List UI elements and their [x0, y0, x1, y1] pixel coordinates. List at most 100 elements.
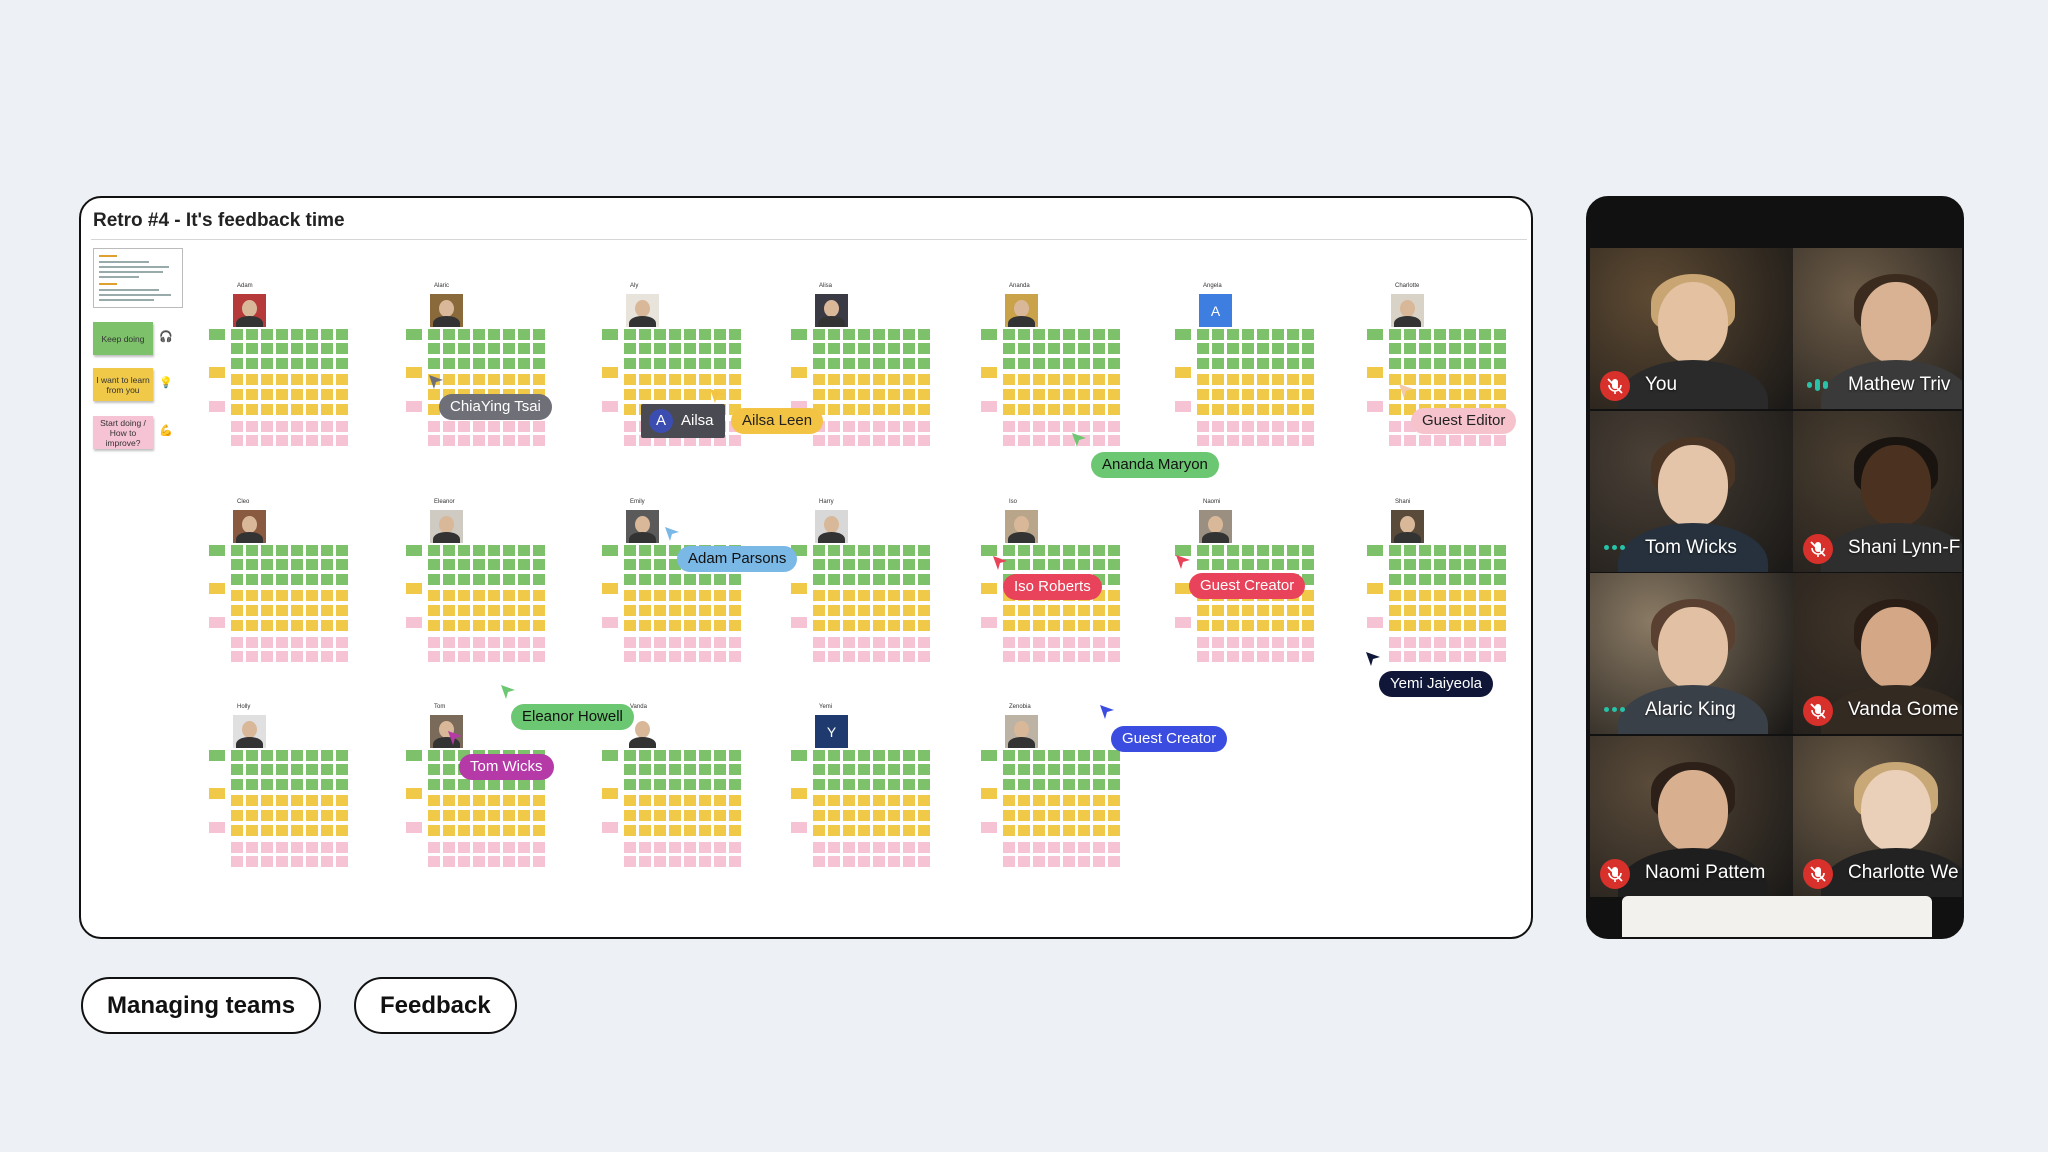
sticky-note[interactable]: [1419, 545, 1431, 556]
sticky-note[interactable]: [684, 825, 696, 836]
sticky-note[interactable]: [458, 795, 470, 806]
sticky-note[interactable]: [888, 651, 900, 662]
sticky-note[interactable]: [306, 404, 318, 415]
sticky-note[interactable]: [873, 795, 885, 806]
sticky-note[interactable]: [1404, 421, 1416, 432]
sticky-note[interactable]: [321, 574, 333, 585]
sticky-note[interactable]: [276, 810, 288, 821]
sticky-note[interactable]: [1018, 620, 1030, 631]
sticky-note[interactable]: [654, 750, 666, 761]
sticky-note[interactable]: [1033, 764, 1045, 775]
sticky-note[interactable]: [1197, 404, 1209, 415]
sticky-note[interactable]: [246, 590, 258, 601]
sticky-note[interactable]: [843, 825, 855, 836]
sticky-note[interactable]: [276, 389, 288, 400]
sticky-note[interactable]: [231, 825, 243, 836]
sticky-note[interactable]: [518, 620, 530, 631]
sticky-note[interactable]: [246, 764, 258, 775]
sticky-note[interactable]: [1272, 637, 1284, 648]
sticky-note[interactable]: [291, 358, 303, 369]
sticky-note[interactable]: [1048, 605, 1060, 616]
sticky-note[interactable]: [873, 605, 885, 616]
sticky-note[interactable]: [1419, 374, 1431, 385]
sticky-note[interactable]: [428, 856, 440, 867]
sticky-note[interactable]: [1449, 574, 1461, 585]
sticky-note[interactable]: [1287, 435, 1299, 446]
sticky-note[interactable]: [624, 605, 636, 616]
sticky-note[interactable]: [858, 343, 870, 354]
sticky-note[interactable]: [918, 590, 930, 601]
sticky-note[interactable]: [1093, 590, 1105, 601]
sticky-note[interactable]: [1302, 559, 1314, 570]
sticky-note[interactable]: [306, 842, 318, 853]
sticky-note[interactable]: [443, 605, 455, 616]
sticky-note[interactable]: [1212, 343, 1224, 354]
sticky-note[interactable]: [1108, 750, 1120, 761]
sticky-note[interactable]: [1093, 389, 1105, 400]
sticky-note[interactable]: [1272, 374, 1284, 385]
sticky-note[interactable]: [888, 574, 900, 585]
sticky-note[interactable]: [1479, 574, 1491, 585]
sticky-note[interactable]: [1018, 374, 1030, 385]
sticky-note[interactable]: [1093, 620, 1105, 631]
sticky-note[interactable]: [1257, 605, 1269, 616]
sticky-note[interactable]: [669, 620, 681, 631]
sticky-note[interactable]: [1033, 825, 1045, 836]
sticky-note[interactable]: [1033, 605, 1045, 616]
sticky-note[interactable]: [1063, 389, 1075, 400]
sticky-note[interactable]: [1063, 651, 1075, 662]
sticky-note[interactable]: [291, 590, 303, 601]
sticky-note[interactable]: [684, 810, 696, 821]
sticky-note[interactable]: [261, 795, 273, 806]
sticky-note[interactable]: [1048, 842, 1060, 853]
sticky-note[interactable]: [1063, 842, 1075, 853]
sticky-note[interactable]: [1063, 435, 1075, 446]
sticky-note[interactable]: [1449, 435, 1461, 446]
sticky-note[interactable]: [843, 779, 855, 790]
sticky-note[interactable]: [624, 574, 636, 585]
sticky-note[interactable]: [699, 651, 711, 662]
sticky-note[interactable]: [533, 374, 545, 385]
sticky-note[interactable]: [488, 590, 500, 601]
sticky-note[interactable]: [888, 779, 900, 790]
sticky-note[interactable]: [1033, 750, 1045, 761]
sticky-note[interactable]: [654, 329, 666, 340]
sticky-note[interactable]: [624, 795, 636, 806]
sticky-note[interactable]: [828, 651, 840, 662]
sticky-note[interactable]: [1108, 620, 1120, 631]
sticky-note[interactable]: [291, 795, 303, 806]
sticky-note[interactable]: [321, 358, 333, 369]
sticky-note[interactable]: [729, 842, 741, 853]
sticky-note[interactable]: [231, 421, 243, 432]
sticky-note[interactable]: [918, 574, 930, 585]
sticky-note[interactable]: [918, 651, 930, 662]
sticky-note[interactable]: [624, 435, 636, 446]
sticky-note[interactable]: [1108, 404, 1120, 415]
sticky-note[interactable]: [276, 358, 288, 369]
sticky-note[interactable]: [729, 795, 741, 806]
sticky-note[interactable]: [231, 358, 243, 369]
sticky-note[interactable]: [1449, 389, 1461, 400]
sticky-note[interactable]: [843, 750, 855, 761]
sticky-note[interactable]: [276, 842, 288, 853]
sticky-note[interactable]: [1272, 605, 1284, 616]
sticky-note[interactable]: [1257, 435, 1269, 446]
sticky-note[interactable]: [1108, 842, 1120, 853]
sticky-note[interactable]: [1464, 620, 1476, 631]
sticky-note[interactable]: [518, 574, 530, 585]
sticky-note[interactable]: [1434, 435, 1446, 446]
legend-keep-doing[interactable]: Keep doing: [93, 322, 153, 355]
sticky-note[interactable]: [1093, 545, 1105, 556]
sticky-note[interactable]: [639, 637, 651, 648]
sticky-note[interactable]: [1048, 374, 1060, 385]
sticky-note[interactable]: [714, 590, 726, 601]
sticky-note[interactable]: [669, 374, 681, 385]
sticky-note[interactable]: [1449, 651, 1461, 662]
sticky-note[interactable]: [533, 825, 545, 836]
sticky-note[interactable]: [858, 329, 870, 340]
sticky-note[interactable]: [1048, 329, 1060, 340]
sticky-note[interactable]: [918, 358, 930, 369]
sticky-note[interactable]: [1063, 810, 1075, 821]
sticky-note[interactable]: [888, 343, 900, 354]
sticky-note[interactable]: [858, 779, 870, 790]
